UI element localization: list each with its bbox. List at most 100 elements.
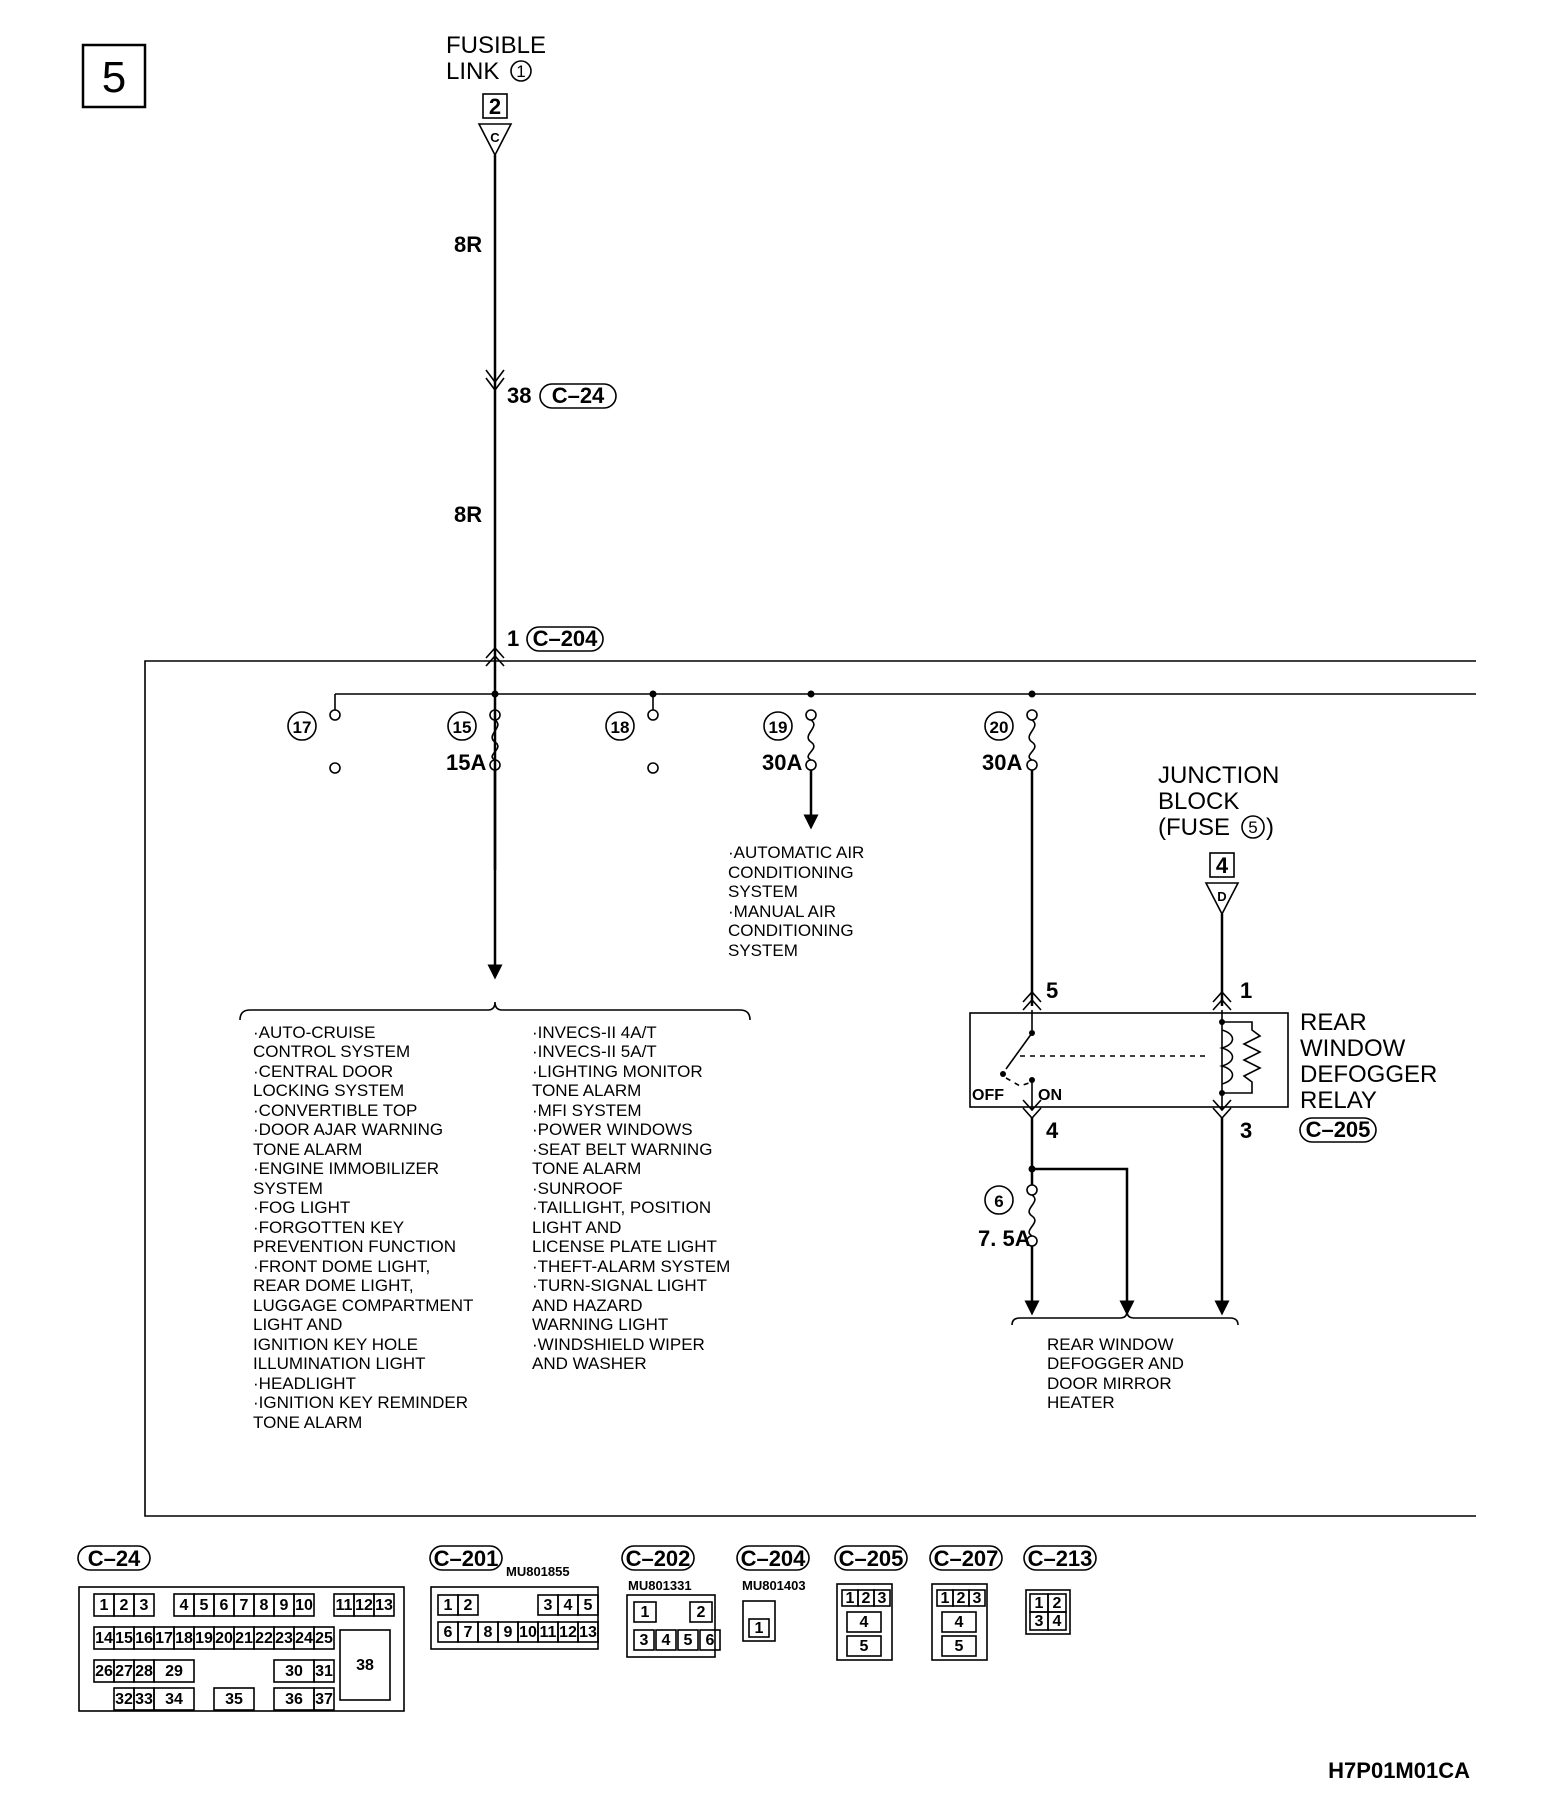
relay-title-4: RELAY [1300,1087,1377,1114]
relay-pin-1: 1 [1240,978,1252,1003]
heater-brace [1011,1310,1239,1326]
relay-pin-3: 3 [1240,1118,1252,1143]
c213-name: C–213 [1028,1546,1093,1571]
c24-pin-label: 30 [285,1663,303,1680]
c24-pin-label: 12 [355,1597,373,1614]
fusible-link-num-circle [510,60,532,82]
c24-pin-label: 37 [315,1691,333,1708]
relay-title-1: REAR [1300,1009,1367,1036]
right-line-8: ·SUNROOF [532,1179,623,1198]
c202-part: MU801331 [628,1578,692,1593]
c24-pin-label: 20 [215,1630,233,1647]
fuse-20: 20 30A [982,709,1038,1006]
fuse-18-num: 18 [611,718,630,737]
c24-pin-label: 32 [115,1691,133,1708]
wire-label-8r-bottom: 8R [454,502,482,527]
left-line-14: LUGGAGE COMPARTMENT [253,1296,473,1315]
c24-conn-oval [539,383,617,409]
fusible-link-box [482,93,508,119]
left-line-18: ·HEADLIGHT [253,1374,356,1393]
heater-line-1: DEFOGGER AND [1047,1354,1184,1373]
c24-pin-label: 14 [95,1630,113,1647]
c205-name: C–205 [839,1546,904,1571]
c24-pin-label: 1 [100,1597,109,1614]
fusible-link-tri-letter: C [490,130,500,145]
c201-name: C–201 [434,1546,499,1571]
branch-wire [1032,1167,1135,1316]
c24-pin-number: 38 [507,383,531,408]
bus-node-19 [807,690,815,698]
c24-pin-label: 36 [285,1691,303,1708]
c201-pin-label: 8 [484,1624,493,1641]
c24-pin-label: 25 [315,1630,333,1647]
fuse-19-rating: 30A [762,750,802,775]
left-line-8: SYSTEM [253,1179,323,1198]
c24-cavity [293,1593,315,1617]
right-line-3: TONE ALARM [532,1081,641,1100]
c201-pin-label: 9 [504,1624,513,1641]
left-line-7: ·ENGINE IMMOBILIZER [253,1159,439,1178]
c213-pin-label: 2 [1053,1595,1062,1612]
aircon-line-1: CONDITIONING [728,863,854,882]
right-line-15: WARNING LIGHT [532,1315,668,1334]
loads-brace [239,1001,751,1021]
right-line-7: TONE ALARM [532,1159,641,1178]
relay-conn-name: C–205 [1306,1117,1371,1142]
fuse-6-rating: 7. 5A [978,1226,1031,1251]
left-line-16: IGNITION KEY HOLE [253,1335,418,1354]
c205-pin-label: 3 [878,1590,887,1607]
c24-cavity [373,1593,395,1617]
left-line-6: TONE ALARM [253,1140,362,1159]
fuse-6-num: 6 [994,1192,1003,1211]
page-number: 5 [102,53,126,102]
relay-pin-5: 5 [1046,978,1058,1003]
right-line-12: ·THEFT-ALARM SYSTEM [532,1257,730,1276]
c207-cavity [968,1589,986,1607]
left-line-3: LOCKING SYSTEM [253,1081,404,1100]
c24-cavity [213,1687,255,1711]
c207-pin-label: 5 [955,1638,964,1655]
aircon-line-3: ·MANUAL AIR [728,902,836,921]
right-line-5: ·POWER WINDOWS [532,1120,693,1139]
fuse-15-rating: 15A [446,750,486,775]
c24-pin-label: 23 [275,1630,293,1647]
c201-pin-label: 3 [544,1597,553,1614]
c24-pin-label: 19 [195,1630,213,1647]
right-load-list: ·INVECS-II 4A/T ·INVECS-II 5A/T ·LIGHTIN… [532,1023,730,1373]
left-line-17: ILLUMINATION LIGHT [253,1354,426,1373]
c202-cavity [633,1601,657,1623]
right-line-2: ·LIGHTING MONITOR [532,1062,703,1081]
c24-cavity [153,1687,195,1711]
right-line-0: ·INVECS-II 4A/T [532,1023,657,1042]
c201-pin-label: 11 [540,1624,557,1641]
connector-c204: C–204 MU801403 1 [736,1545,810,1642]
c201-pin-label: 12 [559,1624,577,1641]
c205-cavity [846,1635,882,1657]
jb-line3: (FUSE [1158,814,1230,841]
fuse-17: 17 [287,694,341,774]
fuse-6: 6 7. 5A [978,1184,1040,1316]
left-line-10: ·FORGOTTEN KEY [253,1218,404,1237]
right-line-10: LIGHT AND [532,1218,621,1237]
c201-pin-label: 5 [584,1597,593,1614]
left-line-11: PREVENTION FUNCTION [253,1237,456,1256]
c202-pin-label: 4 [662,1632,671,1649]
aircon-line-2: SYSTEM [728,882,798,901]
left-line-0: ·AUTO-CRUISE [253,1023,375,1042]
left-line-12: ·FRONT DOME LIGHT, [253,1257,430,1276]
c202-cavity [655,1629,677,1651]
c24-cavity [313,1626,335,1650]
left-line-19: ·IGNITION KEY REMINDER [253,1393,468,1412]
c204-conn-oval [526,626,604,652]
jb-fuse-num: 5 [1248,818,1257,837]
heater-line-2: DOOR MIRROR [1047,1374,1172,1393]
c24-pin-label: 22 [255,1630,273,1647]
c213-pin-label: 3 [1035,1613,1044,1630]
c207-pin-label: 3 [973,1590,982,1607]
c201-pin-label: 13 [579,1624,597,1641]
c213-pin-label: 1 [1035,1595,1044,1612]
heater-line-0: REAR WINDOW [1047,1335,1174,1354]
aircon-line-0: ·AUTOMATIC AIR [728,843,864,862]
fuse-15: 15 15A [446,709,503,980]
